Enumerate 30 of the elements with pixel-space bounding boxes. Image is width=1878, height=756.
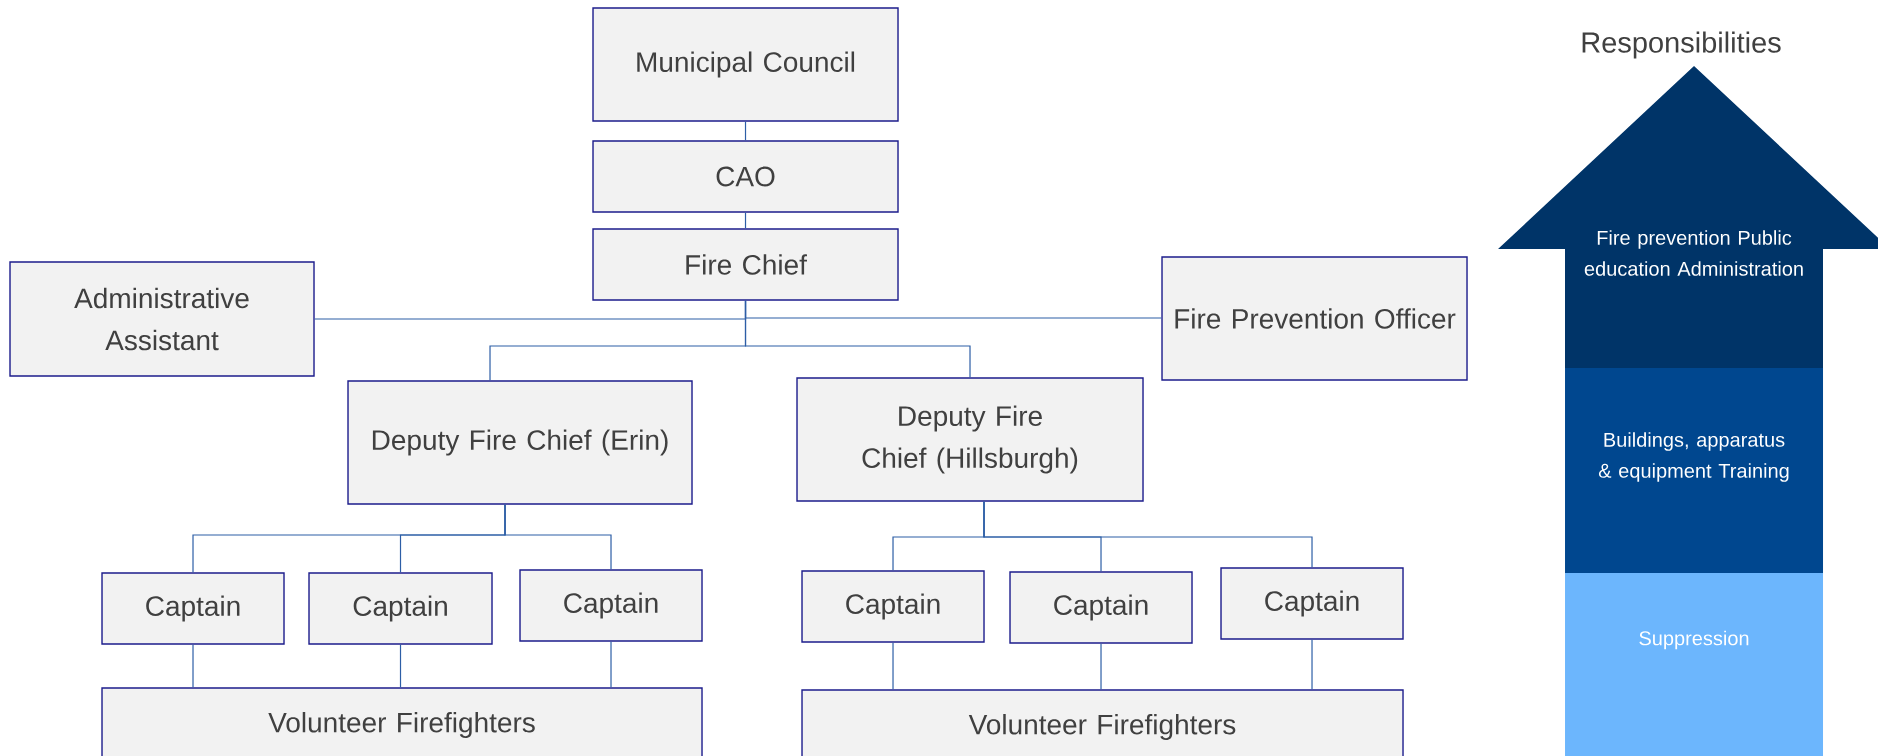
connector-line xyxy=(983,501,1313,568)
connector-line xyxy=(892,642,894,690)
org-box: Captain xyxy=(101,572,285,645)
connector-line xyxy=(399,644,402,688)
org-box: Volunteer Firefighters xyxy=(801,689,1404,756)
org-box: Administrative Assistant xyxy=(9,261,315,377)
org-box: Deputy Fire Chief (Hillsburgh) xyxy=(796,377,1144,502)
connector-line xyxy=(1100,643,1102,690)
connector-line xyxy=(610,641,612,688)
org-box: Captain xyxy=(1009,571,1193,644)
connector-line xyxy=(192,644,194,688)
connector-line xyxy=(1311,639,1313,690)
org-box: Volunteer Firefighters xyxy=(101,687,703,756)
org-box: Fire Prevention Officer xyxy=(1161,256,1468,381)
org-box: Municipal Council xyxy=(592,7,899,122)
org-box: Captain xyxy=(801,570,985,643)
org-box: Deputy Fire Chief (Erin) xyxy=(347,380,693,505)
heading: Responsibilities xyxy=(1582,31,1781,59)
connector-line xyxy=(744,300,971,378)
connector-line xyxy=(504,504,612,570)
org-box: Captain xyxy=(1220,567,1404,640)
arrow-band: Fire prevention Public education Administration xyxy=(1498,66,1878,368)
arrow-band: Suppression xyxy=(1565,573,1823,756)
connector-line xyxy=(744,212,747,229)
org-box: Fire Chief xyxy=(592,228,899,301)
org-box: Captain xyxy=(519,569,703,642)
org-box: Captain xyxy=(308,572,493,645)
connector-line xyxy=(744,121,747,141)
org-box: CAO xyxy=(592,140,899,213)
arrow-band: Buildings, apparatus & equipment Training xyxy=(1565,368,1823,573)
